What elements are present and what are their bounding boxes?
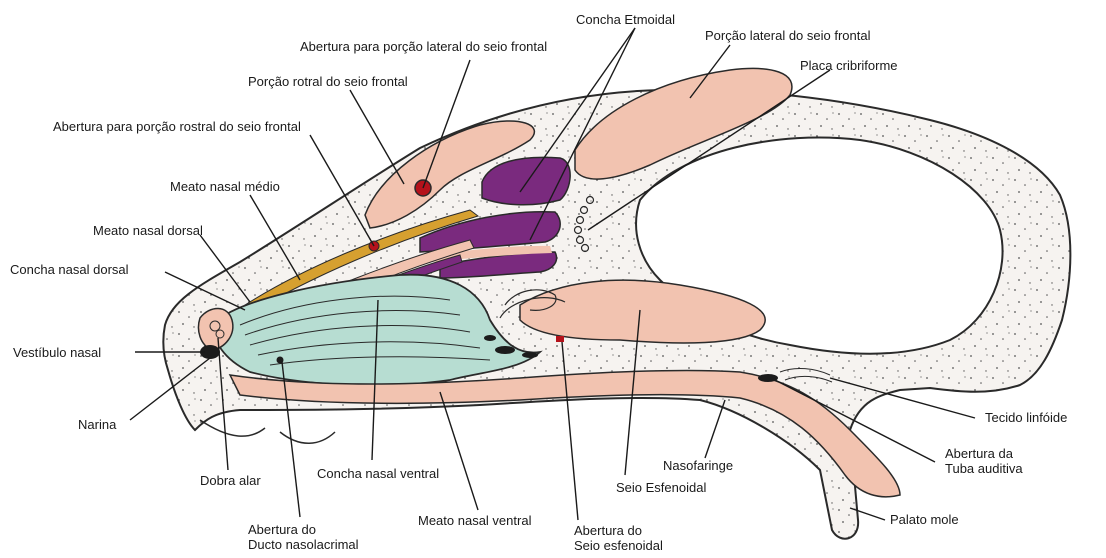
label-abertura-ducto: Abertura do Ducto nasolacrimal	[248, 522, 359, 552]
label-porcao-lateral: Porção lateral do seio frontal	[705, 28, 870, 43]
label-vestibulo-nasal: Vestíbulo nasal	[13, 345, 101, 360]
label-abertura-seio-line1: Abertura do	[574, 523, 663, 538]
label-dobra-alar: Dobra alar	[200, 473, 261, 488]
label-palato-mole: Palato mole	[890, 512, 959, 527]
auditive-tube-opening	[758, 374, 778, 382]
label-placa-cribriforme: Placa cribriforme	[800, 58, 898, 73]
label-concha-etmoidal: Concha Etmoidal	[576, 12, 675, 27]
label-narina: Narina	[78, 417, 116, 432]
label-meato-nasal-dorsal: Meato nasal dorsal	[93, 223, 203, 238]
label-nasofaringe: Nasofaringe	[663, 458, 733, 473]
label-porcao-rotral: Porção rotral do seio frontal	[248, 74, 408, 89]
label-concha-nasal-ventral: Concha nasal ventral	[317, 466, 439, 481]
label-meato-nasal-ventral: Meato nasal ventral	[418, 513, 531, 528]
label-abertura-ducto-line1: Abertura do	[248, 522, 359, 537]
label-abertura-seio-line2: Seio esfenoidal	[574, 538, 663, 553]
label-abertura-seio: Abertura do Seio esfenoidal	[574, 523, 663, 553]
label-abertura-tuba-line2: Tuba auditiva	[945, 461, 1023, 476]
lower-jaw	[200, 420, 335, 443]
label-meato-nasal-medio: Meato nasal médio	[170, 179, 280, 194]
label-abertura-tuba: Abertura da Tuba auditiva	[945, 446, 1023, 476]
label-seio-esfenoidal: Seio Esfenoidal	[616, 480, 706, 495]
label-abertura-ducto-line2: Ducto nasolacrimal	[248, 537, 359, 552]
label-abertura-tuba-line1: Abertura da	[945, 446, 1023, 461]
label-abertura-porcao-lateral: Abertura para porção lateral do seio fro…	[300, 39, 547, 54]
label-tecido-linfoide: Tecido linfóide	[985, 410, 1067, 425]
label-abertura-porcao-rostral: Abertura para porção rostral do seio fro…	[53, 119, 301, 134]
sphenoid-opening	[556, 336, 564, 342]
label-concha-nasal-dorsal: Concha nasal dorsal	[10, 262, 129, 277]
